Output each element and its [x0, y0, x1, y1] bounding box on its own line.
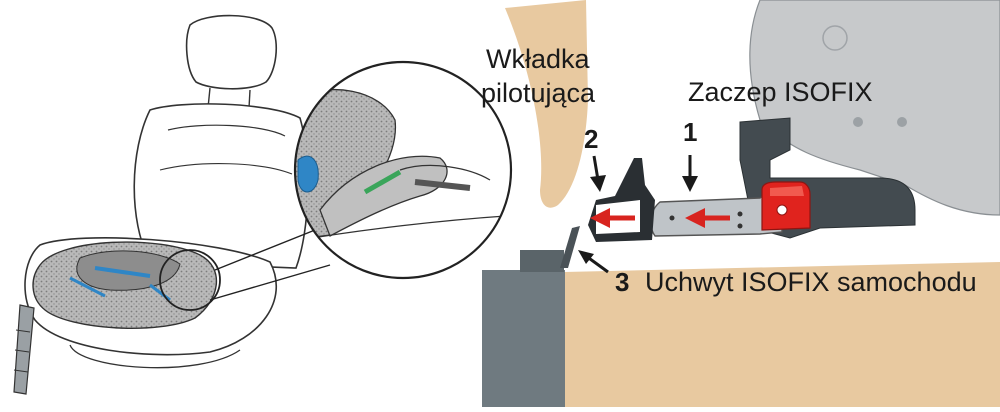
isofix-latch-label: Zaczep ISOFIX	[688, 77, 873, 107]
arrow-diagonal-icon	[578, 250, 609, 274]
arrow-down-icon	[682, 155, 698, 192]
vehicle-seat-backrest	[505, 0, 588, 208]
child-seat-shell	[749, 0, 1000, 216]
vehicle-anchor-bar	[560, 226, 580, 268]
support-leg	[13, 304, 35, 395]
arrow-down-icon	[590, 155, 606, 192]
isofix-cross-section	[482, 0, 1000, 407]
vehicle-seat-base	[564, 262, 1000, 407]
vehicle-anchor-label: Uchwyt ISOFIX samochodu	[645, 267, 977, 297]
step-number-1: 1	[683, 117, 698, 147]
magnified-detail	[293, 60, 513, 280]
step-number-3: 3	[615, 267, 630, 297]
step-number-2: 2	[584, 124, 599, 154]
guide-insert-label-line1: Wkładka	[486, 44, 590, 74]
headrest	[185, 14, 278, 90]
detail-marker-circle	[159, 249, 221, 311]
guide-insert-label-line2: pilotująca	[481, 78, 596, 108]
vehicle-floor-block	[482, 270, 565, 407]
car-seat-illustration	[13, 14, 331, 395]
